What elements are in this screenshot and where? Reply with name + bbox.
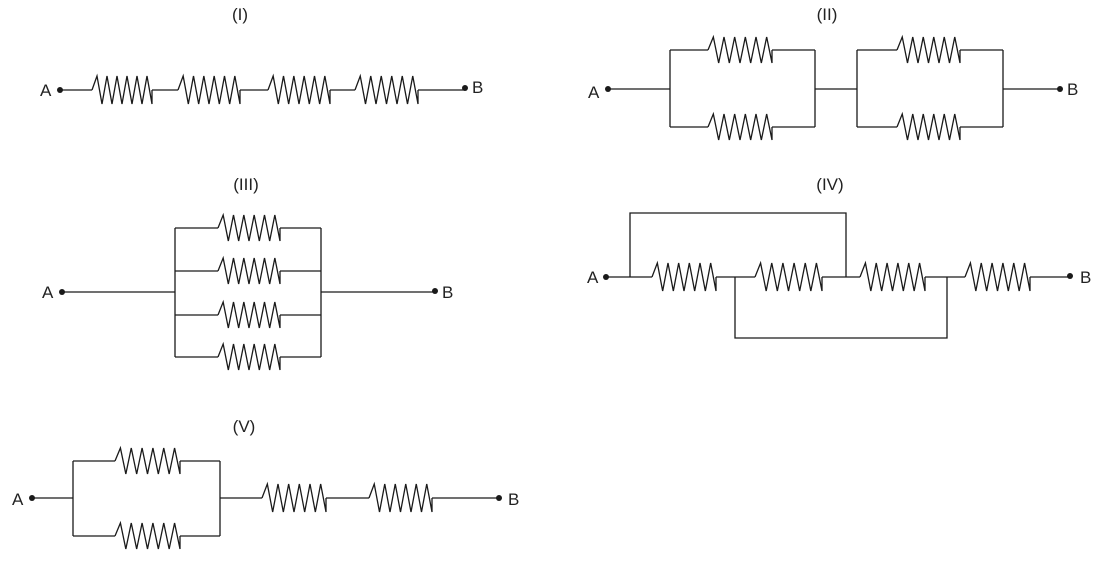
circuit-4: (IV) A B <box>587 175 1091 339</box>
circuit-3: (III) A B <box>42 175 453 371</box>
circuit-5: (V) A B <box>12 417 519 550</box>
circuit-3-wires <box>62 212 435 371</box>
resistor <box>651 260 717 292</box>
resistor <box>859 260 926 292</box>
circuit-2-terminal-b-label: B <box>1067 80 1078 99</box>
resistor <box>354 73 419 105</box>
resistor <box>177 73 241 105</box>
resistor <box>754 260 823 292</box>
resistor <box>707 34 773 64</box>
resistor <box>91 73 153 105</box>
resistor <box>217 212 281 242</box>
circuit-5-title: (V) <box>233 417 256 436</box>
resistor <box>217 341 281 371</box>
resistor <box>217 299 281 329</box>
circuit-3-terminal-b <box>432 288 438 294</box>
circuit-3-terminal-a-label: A <box>42 283 54 302</box>
resistor <box>896 34 961 64</box>
circuit-4-terminal-b <box>1067 273 1073 279</box>
wire <box>629 212 847 277</box>
resistor <box>267 73 331 105</box>
circuit-1-title: (I) <box>232 5 248 24</box>
resistor <box>964 260 1031 292</box>
circuit-1-terminal-a-label: A <box>40 81 52 100</box>
circuit-3-title: (III) <box>233 175 259 194</box>
circuit-2-title: (II) <box>817 5 838 24</box>
circuit-5-wires <box>32 445 499 550</box>
circuit-5-terminal-b-label: B <box>508 490 519 509</box>
circuit-4-title: (IV) <box>816 175 843 194</box>
circuit-1-wires <box>60 73 465 105</box>
circuit-2: (II) A B <box>588 5 1078 141</box>
resistor <box>707 111 773 141</box>
circuit-1: (I) A B <box>40 5 483 105</box>
resistor <box>368 481 433 513</box>
circuit-2-terminal-a-label: A <box>588 83 600 102</box>
circuit-5-terminal-a-label: A <box>12 490 24 509</box>
wire <box>734 277 948 339</box>
circuit-2-wires <box>608 34 1060 141</box>
resistor <box>114 520 181 550</box>
circuit-4-terminal-a-label: A <box>587 268 599 287</box>
resistor <box>217 255 281 285</box>
circuit-4-wires <box>606 212 1070 339</box>
circuit-3-terminal-b-label: B <box>442 283 453 302</box>
resistor <box>261 481 327 513</box>
circuit-1-terminal-b-label: B <box>472 78 483 97</box>
circuit-4-terminal-b-label: B <box>1080 268 1091 287</box>
resistor <box>114 445 181 475</box>
resistor <box>896 111 961 141</box>
